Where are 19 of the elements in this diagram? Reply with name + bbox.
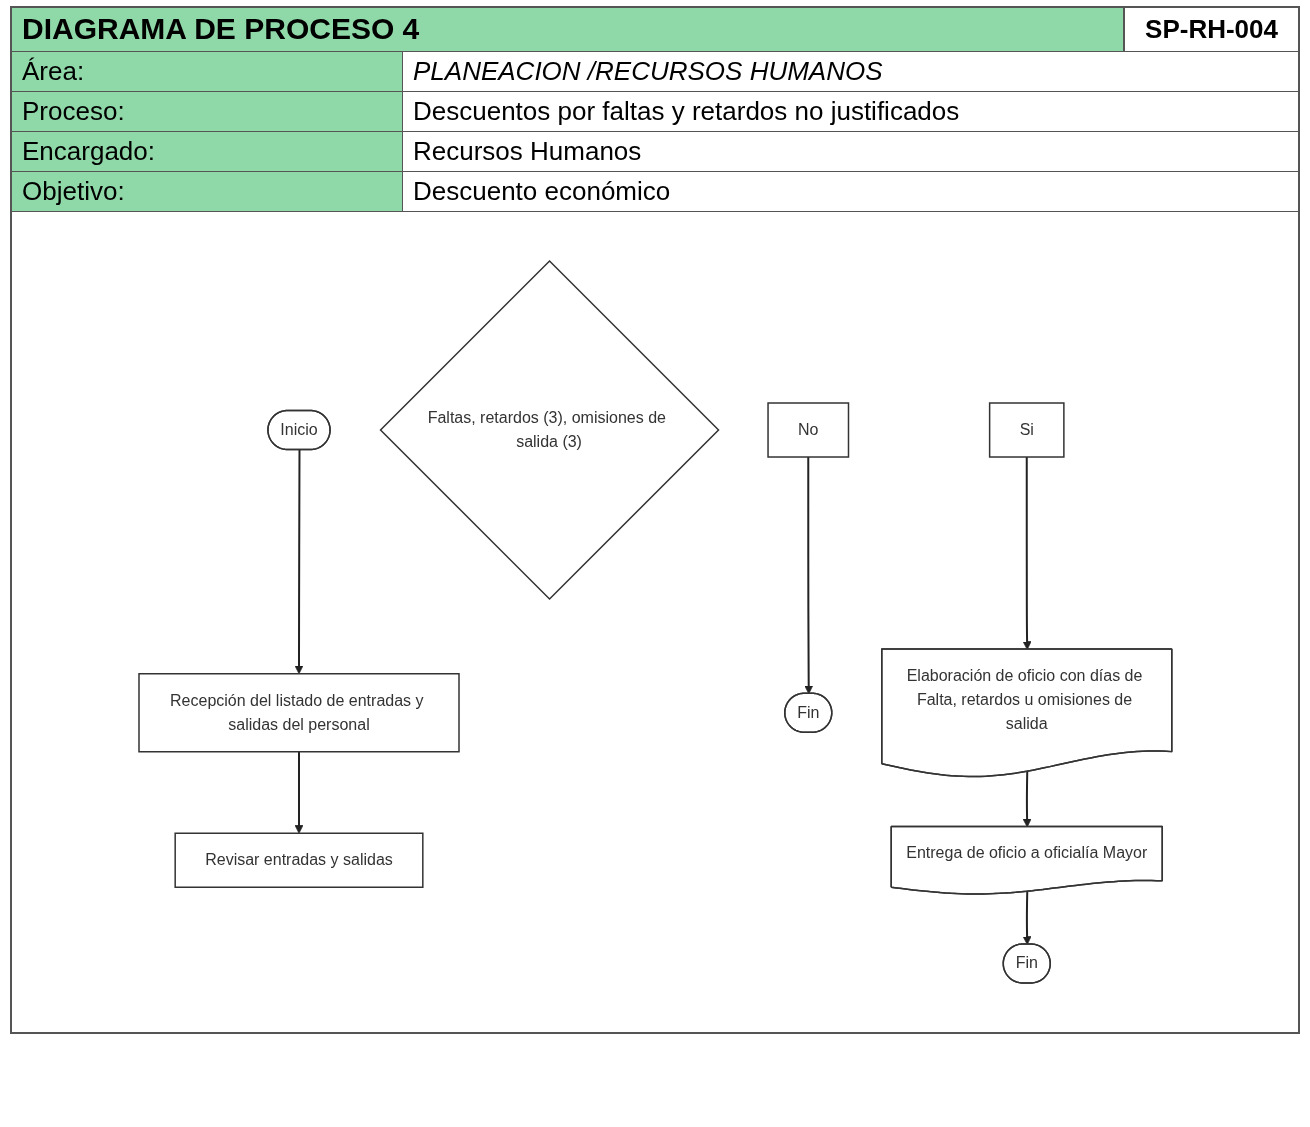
arrow: [1022, 456, 1032, 650]
field-label: Proceso:: [12, 92, 403, 131]
node-box: Recepción del listado de entradas y salidas del personal: [137, 673, 460, 753]
field-value: PLANEACION /RECURSOS HUMANOS: [412, 55, 884, 88]
arrow: [294, 750, 303, 834]
field-value: Descuentos por faltas y retardos no justificados: [412, 95, 961, 128]
field-value: Recursos Humanos: [412, 135, 643, 168]
field-label: Objetivo:: [12, 172, 403, 211]
node-box: Revisar entradas y salidas: [174, 832, 424, 888]
arrow: [294, 449, 303, 675]
field-label: Área:: [12, 52, 403, 91]
node-box: Si: [988, 402, 1065, 458]
title: DIAGRAMA DE PROCESO 4: [12, 8, 1124, 51]
arrow: [803, 456, 813, 695]
node-box: No: [766, 402, 849, 458]
node-diamond: Faltas, retardos (3), omisiones de salida (3): [379, 259, 720, 601]
arrow: [1022, 890, 1032, 945]
field-value: Descuento económico: [412, 175, 672, 208]
field-label: Encargado:: [12, 132, 403, 171]
